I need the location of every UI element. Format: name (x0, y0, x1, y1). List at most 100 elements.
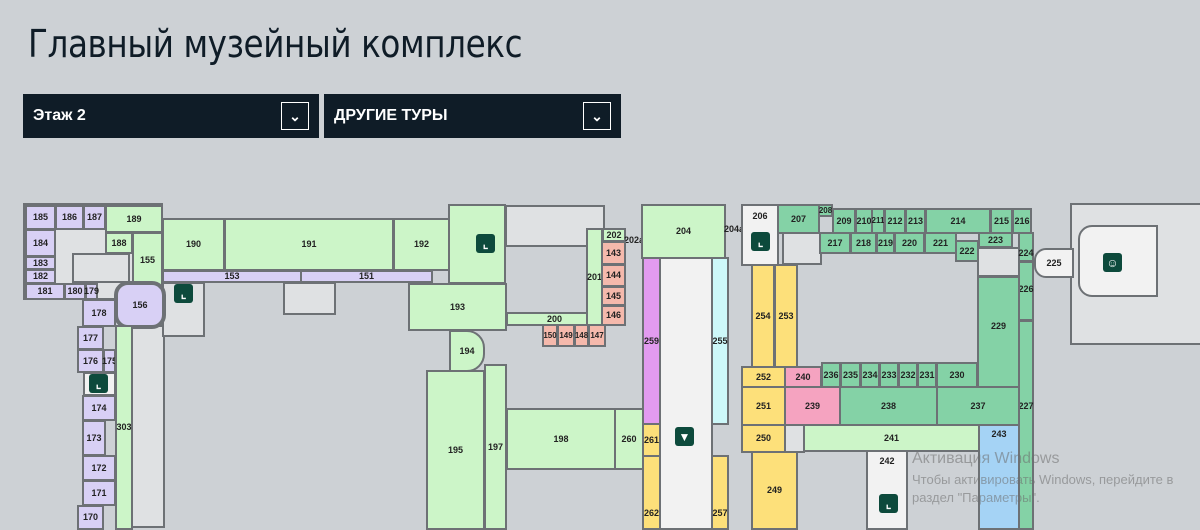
chevron-down-icon[interactable]: ⌄ (583, 102, 611, 130)
room[interactable]: 255 (711, 257, 729, 425)
room[interactable]: 254 (751, 264, 775, 368)
room[interactable]: 146 (601, 305, 626, 326)
room[interactable]: 187 (83, 205, 106, 230)
room[interactable]: 224 (1018, 232, 1034, 262)
room[interactable]: 204 (641, 204, 726, 259)
room[interactable]: 194 (449, 330, 485, 372)
room[interactable]: 221 (924, 232, 957, 254)
room[interactable]: 215 (990, 208, 1013, 234)
room[interactable]: 177 (77, 326, 104, 350)
room[interactable]: 188 (105, 232, 133, 254)
room[interactable]: 213 (905, 208, 926, 234)
room[interactable]: 179 (84, 283, 99, 300)
room[interactable]: 232 (898, 362, 918, 388)
room[interactable]: 147 (588, 324, 606, 347)
room[interactable]: 193 (408, 283, 507, 331)
room[interactable]: 151 (300, 270, 433, 283)
room[interactable]: 153 (162, 270, 302, 283)
room[interactable]: 184 (25, 229, 56, 257)
room[interactable]: 233 (879, 362, 899, 388)
room[interactable]: 235 (840, 362, 861, 388)
room[interactable]: 212 (884, 208, 906, 234)
room[interactable]: 225 (1034, 248, 1074, 278)
room[interactable]: 211 (871, 208, 885, 234)
room[interactable]: 251 (741, 386, 786, 426)
theater-icon[interactable]: ☺ (1103, 253, 1122, 272)
room[interactable]: 249 (751, 451, 798, 530)
room[interactable]: 144 (601, 264, 626, 287)
room[interactable]: 174 (82, 395, 116, 421)
room[interactable]: 192 (393, 218, 450, 271)
room[interactable]: 145 (601, 286, 626, 306)
room[interactable]: 238 (839, 386, 938, 426)
room[interactable]: 189 (105, 205, 163, 233)
stairs-icon[interactable]: ⌞ (174, 284, 193, 303)
room[interactable]: 181 (25, 283, 65, 300)
room[interactable]: 303 (115, 325, 133, 530)
room[interactable]: 190 (162, 218, 225, 271)
tours-select[interactable]: ДРУГИЕ ТУРЫ⌄ (324, 94, 621, 138)
room[interactable]: 207 (777, 204, 820, 234)
room[interactable]: 172 (82, 455, 116, 481)
room-label[interactable]: 204a (723, 223, 745, 234)
chevron-down-icon[interactable]: ⌄ (281, 102, 309, 130)
room[interactable]: 185 (25, 205, 56, 230)
room[interactable]: 143 (601, 241, 626, 265)
room[interactable]: 186 (55, 205, 84, 230)
room[interactable]: 240 (784, 366, 822, 388)
stairs-icon[interactable]: ⌞ (476, 234, 495, 253)
room[interactable]: 219 (876, 232, 895, 254)
room[interactable]: 183 (25, 256, 56, 270)
room[interactable]: 218 (850, 232, 877, 254)
room[interactable]: 208 (818, 204, 833, 217)
room[interactable]: 222 (955, 240, 979, 262)
room[interactable]: 229 (977, 276, 1020, 388)
room[interactable]: 155 (132, 232, 163, 289)
room[interactable]: 180 (64, 283, 86, 300)
room[interactable]: 149 (557, 324, 575, 347)
room[interactable]: 182 (25, 269, 56, 284)
stairs-icon[interactable]: ⌞ (89, 374, 108, 393)
room[interactable]: 214 (925, 208, 991, 234)
room[interactable]: 252 (741, 366, 786, 388)
room[interactable]: 261 (642, 423, 661, 457)
room[interactable]: 156 (114, 281, 166, 329)
room[interactable]: 209 (832, 208, 856, 234)
room[interactable]: 220 (894, 232, 925, 254)
room[interactable]: 173 (82, 420, 106, 456)
room[interactable]: 216 (1012, 208, 1032, 234)
room[interactable]: 241 (803, 424, 980, 452)
room[interactable]: 250 (741, 424, 786, 453)
room[interactable]: 230 (936, 362, 978, 388)
stairs-icon[interactable]: ⌞ (751, 232, 770, 251)
room[interactable]: 236 (821, 362, 841, 388)
room[interactable]: 242 (866, 450, 908, 530)
room[interactable]: 257 (711, 455, 729, 530)
room[interactable]: 148 (574, 324, 589, 347)
room-label[interactable]: 202a (623, 234, 645, 245)
hall[interactable] (659, 257, 713, 530)
floor-select[interactable]: Этаж 2⌄ (23, 94, 319, 138)
room[interactable]: 243 (978, 424, 1020, 530)
room[interactable]: 197 (484, 364, 507, 530)
room[interactable]: 253 (774, 264, 798, 368)
room[interactable]: 178 (82, 299, 116, 327)
room[interactable]: 202 (602, 228, 626, 242)
room[interactable]: 234 (860, 362, 880, 388)
room[interactable]: 171 (82, 480, 116, 506)
room[interactable]: 231 (917, 362, 937, 388)
room[interactable]: 237 (936, 386, 1020, 426)
room[interactable]: 170 (77, 505, 104, 530)
room[interactable]: 150 (542, 324, 558, 347)
room[interactable]: 198 (506, 408, 616, 470)
room[interactable]: 223 (978, 232, 1013, 248)
room[interactable]: 239 (784, 386, 841, 426)
museum-icon[interactable]: ▼ (675, 427, 694, 446)
room[interactable]: 191 (224, 218, 394, 271)
room[interactable]: 217 (819, 232, 851, 254)
stairs-icon[interactable]: ⌞ (879, 494, 898, 513)
room[interactable]: 262 (642, 455, 661, 530)
room[interactable]: 260 (614, 408, 644, 470)
room[interactable]: 226 (1018, 261, 1034, 321)
room[interactable]: 195 (426, 370, 485, 530)
